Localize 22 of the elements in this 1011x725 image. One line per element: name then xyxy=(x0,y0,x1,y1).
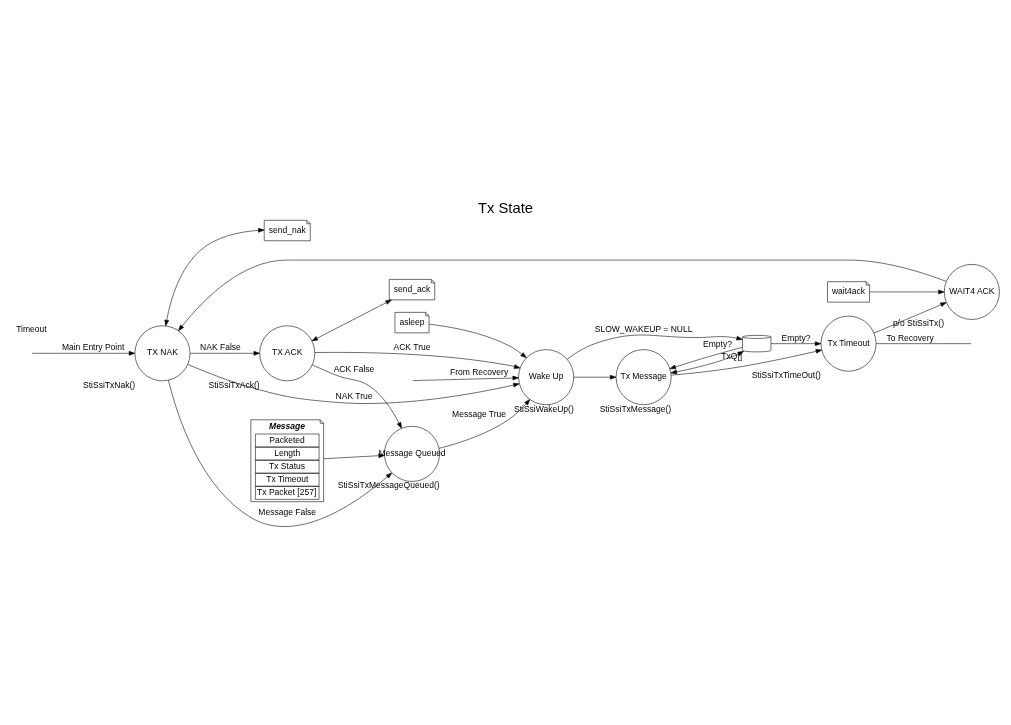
diagram-title: Tx State xyxy=(478,199,533,216)
edge-label: NAK False xyxy=(200,341,241,352)
edge-label: NAK True xyxy=(335,390,373,401)
edge-label: Message False xyxy=(258,506,317,517)
edge-label: Main Entry Point xyxy=(61,341,125,352)
node-label: p/o StiSsiTx() xyxy=(892,317,944,328)
edge-label: To Recovery xyxy=(886,332,934,343)
edge-label: Message True xyxy=(452,408,507,419)
node-label: StiSsiTxTimeOut() xyxy=(751,369,821,380)
node-label: StiSsiTxMessageQueued() xyxy=(337,479,440,490)
edge-label: ACK False xyxy=(333,363,375,373)
edge-label: Empty? xyxy=(781,332,811,343)
node-label: StiSsiWakeUp() xyxy=(513,403,574,414)
node-label: StiSsiTxNak() xyxy=(83,379,136,390)
edge-label: ACK True xyxy=(393,341,431,352)
node-label: TxQ[] xyxy=(721,350,743,361)
node-label: StiSsiTxAck() xyxy=(208,379,260,390)
edge-label: From Recovery xyxy=(449,366,509,377)
edge-label: SLOW_WAKEUP = NULL xyxy=(594,323,693,334)
edge-label: Empty? xyxy=(703,338,732,349)
label: Timeout xyxy=(16,323,47,334)
node-label: StiSsiTxMessage() xyxy=(599,403,672,414)
